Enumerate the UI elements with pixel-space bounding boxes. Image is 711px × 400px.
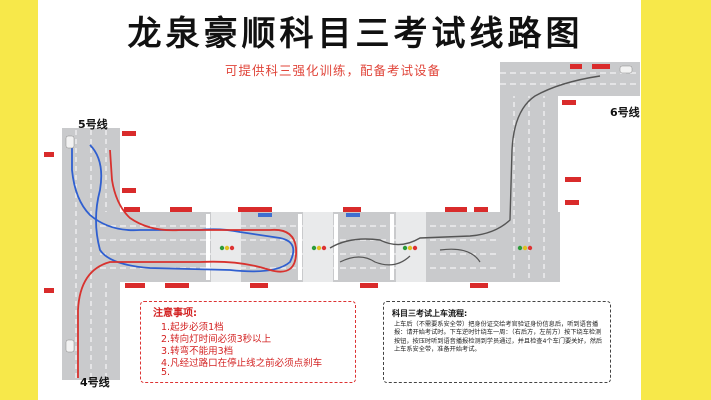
route-blue-markers — [258, 213, 360, 217]
note-item: 4.凡经过路口在停止线之前必须点刹车 — [161, 358, 323, 369]
route-dark — [329, 75, 601, 249]
route-markers — [44, 64, 610, 293]
notes-title: 注意事项: — [153, 308, 197, 319]
route-blue — [71, 140, 295, 273]
process-title: 科目三考试上车流程: — [392, 309, 468, 318]
process-box: 科目三考试上车流程: 上车后（不需要系安全带）把身份证交给考官验证身份信息后，听… — [383, 301, 611, 383]
line6-label: 6号线 — [610, 106, 640, 119]
note-item: 3.转弯不能用3档 — [161, 346, 234, 357]
note-item: 1.起步必须1档 — [161, 322, 224, 333]
page-title: 龙泉豪顺科目三考试线路图 — [127, 14, 584, 54]
cars — [65, 65, 633, 353]
line5-label: 5号线 — [78, 118, 108, 131]
traffic-lights — [219, 245, 533, 251]
left-yellow-border — [0, 0, 38, 400]
notes-box: 注意事项: 1.起步必须1档 2.转向灯时间必须3秒以上 3.转弯不能用3档 4… — [140, 301, 356, 383]
crosswalks — [206, 214, 394, 280]
process-text: 上车后（不需要系安全带）把身份证交给考官验证身份信息后，听到语音播报：请开始考试… — [394, 321, 603, 354]
subtitle: 可提供科三强化训练，配备考试设备 — [225, 63, 442, 78]
note-item: 2.转向灯时间必须3秒以上 — [161, 334, 272, 345]
note-item: 5. — [161, 367, 171, 378]
line4-label: 4号线 — [80, 376, 110, 389]
route-red — [77, 149, 297, 378]
right-yellow-border — [641, 0, 711, 400]
